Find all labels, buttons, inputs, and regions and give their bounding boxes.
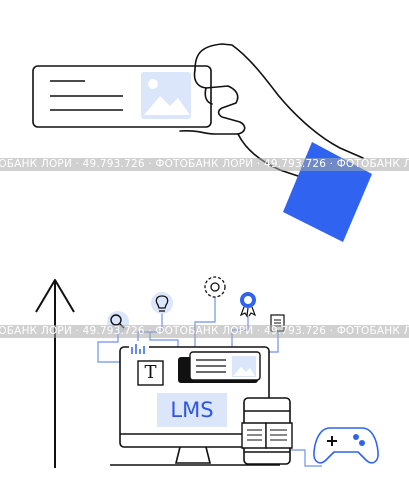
watermark-strip: ФОТОБАНК ЛОРИ · 49.793.726 · ФОТОБАНК ЛО…	[0, 325, 409, 338]
gear-icon	[204, 276, 226, 298]
watermark-text: ФОТОБАНК ЛОРИ · 49.793.726 · ФОТОБАНК ЛО…	[0, 325, 409, 337]
lightbulb-icon	[151, 292, 173, 314]
watermark-strip: ФОТОБАНК ЛОРИ · 49.793.726 · ФОТОБАНК ЛО…	[0, 158, 409, 171]
bar-chart-icon	[129, 343, 149, 357]
watermark-text: ФОТОБАНК ЛОРИ · 49.793.726 · ФОТОБАНК ЛО…	[0, 158, 409, 170]
arrow-up-icon	[35, 279, 75, 468]
image-placeholder-icon	[141, 72, 191, 119]
text-tool-icon: T	[144, 362, 157, 383]
hand-holding-card-icon	[32, 43, 372, 242]
gamepad-icon	[313, 427, 379, 464]
monitor-icon	[110, 343, 280, 466]
award-badge-icon	[239, 292, 257, 318]
lms-label: LMS	[170, 398, 214, 422]
open-book-icon	[241, 422, 293, 449]
